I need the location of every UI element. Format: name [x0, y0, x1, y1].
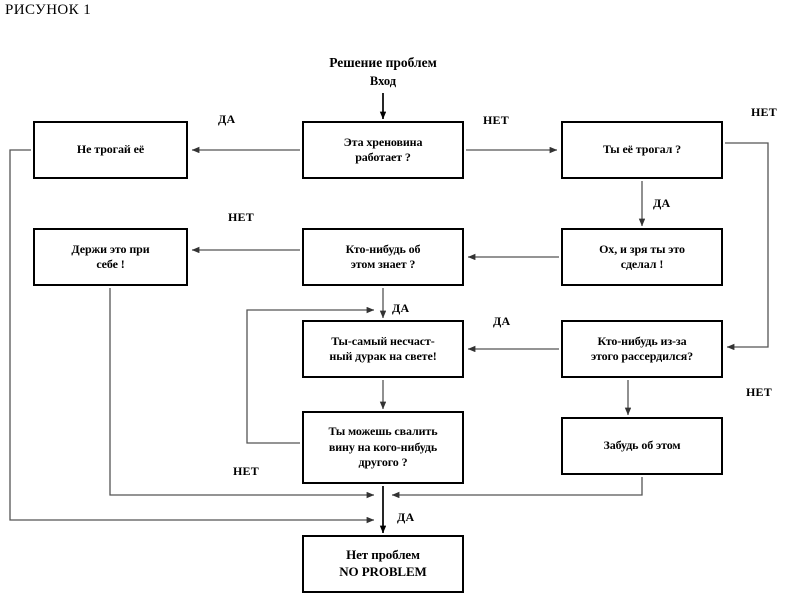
connector-keep-loop-bottom	[109, 288, 375, 499]
edge-label-work-no: НЕТ	[483, 113, 509, 127]
edge-label-touched-no: НЕТ	[751, 105, 777, 119]
diagram-title: Решение проблем	[329, 55, 437, 70]
connector-touched-to-angry	[725, 142, 769, 351]
connector-blame-no-loop	[246, 306, 375, 444]
node-touched[interactable]: Ты её трогал ?	[561, 121, 723, 179]
node-touched-label: Ты её трогал ?	[602, 142, 682, 157]
edge-label-knows-no: НЕТ	[228, 210, 254, 224]
node-forget[interactable]: Забудь об этом	[561, 417, 723, 475]
connector-dont-loop-bottom	[9, 149, 375, 524]
node-dont-label: Не трогай её	[76, 142, 145, 157]
edge-label-blame-yes: ДА	[397, 510, 415, 524]
node-forget-label: Забудь об этом	[603, 438, 681, 453]
edge-label-angry-yes: ДА	[493, 314, 511, 328]
node-dont[interactable]: Не трогай её	[33, 121, 188, 179]
entry-label: Вход	[369, 74, 397, 88]
edge-label-blame-no: НЕТ	[233, 464, 259, 478]
edge-label-angry-no: НЕТ	[746, 385, 772, 399]
edge-label-knows-yes: ДА	[392, 301, 410, 315]
connector-forget-to-noproblem	[391, 477, 643, 499]
node-unhappy[interactable]: Ты-самый несчаст-ный дурак на свете!	[302, 320, 464, 378]
edge-label-touched-yes: ДА	[653, 196, 671, 210]
node-unhappy-label: Ты-самый несчаст-ный дурак на свете!	[329, 333, 437, 363]
edge-label-work-yes: ДА	[218, 112, 236, 126]
figure-caption: РИСУНОК 1	[5, 2, 92, 18]
